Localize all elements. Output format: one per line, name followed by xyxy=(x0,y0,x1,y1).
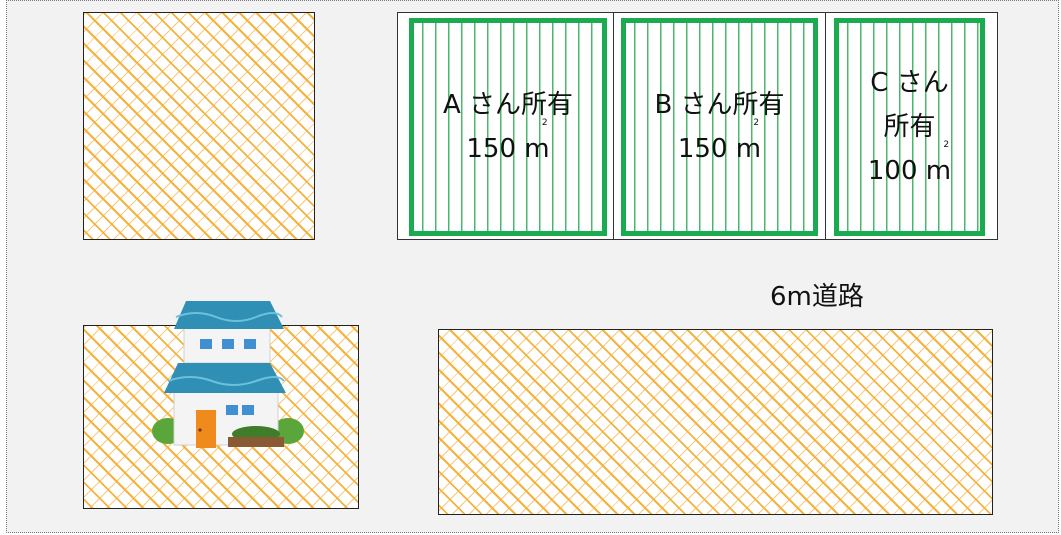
house-icon xyxy=(152,301,304,448)
parcel-b-owner: B さん所有 xyxy=(654,90,785,120)
parcel-a-area-sup: 2 xyxy=(541,118,548,128)
parcel-b-area-sup: 2 xyxy=(753,118,760,128)
parcel-c: C さん 所有 100 m 2 xyxy=(834,18,985,236)
lot-top-left xyxy=(83,12,315,240)
parcel-c-area-sup: 2 xyxy=(943,140,950,150)
parcel-group: A さん所有 150 m 2 B さん所有 150 m 2 C さん 所有 100 … xyxy=(397,12,998,240)
parcel-a-area-value: 150 m xyxy=(466,134,550,164)
road-label: 6m道路 xyxy=(770,282,864,312)
parcel-a-owner: A さん所有 xyxy=(442,90,574,120)
parcel-c-owner-line2: 所有 xyxy=(883,112,936,142)
lot-bottom-right xyxy=(438,329,993,515)
parcel-c-owner-line1: C さん xyxy=(870,68,949,98)
parcel-c-area: 100 m 2 xyxy=(867,141,952,193)
parcel-a: A さん所有 150 m 2 xyxy=(409,18,607,236)
parcel-c-area-value: 100 m xyxy=(867,156,952,186)
parcel-a-area: 150 m 2 xyxy=(466,119,550,171)
site-map: A さん所有 150 m 2 B さん所有 150 m 2 C さん 所有 100 … xyxy=(6,0,1059,533)
parcel-divider xyxy=(825,13,826,239)
parcel-b-area-value: 150 m xyxy=(677,134,762,164)
parcel-b: B さん所有 150 m 2 xyxy=(621,18,818,236)
parcel-divider xyxy=(613,13,614,239)
parcel-b-area: 150 m 2 xyxy=(677,119,762,171)
